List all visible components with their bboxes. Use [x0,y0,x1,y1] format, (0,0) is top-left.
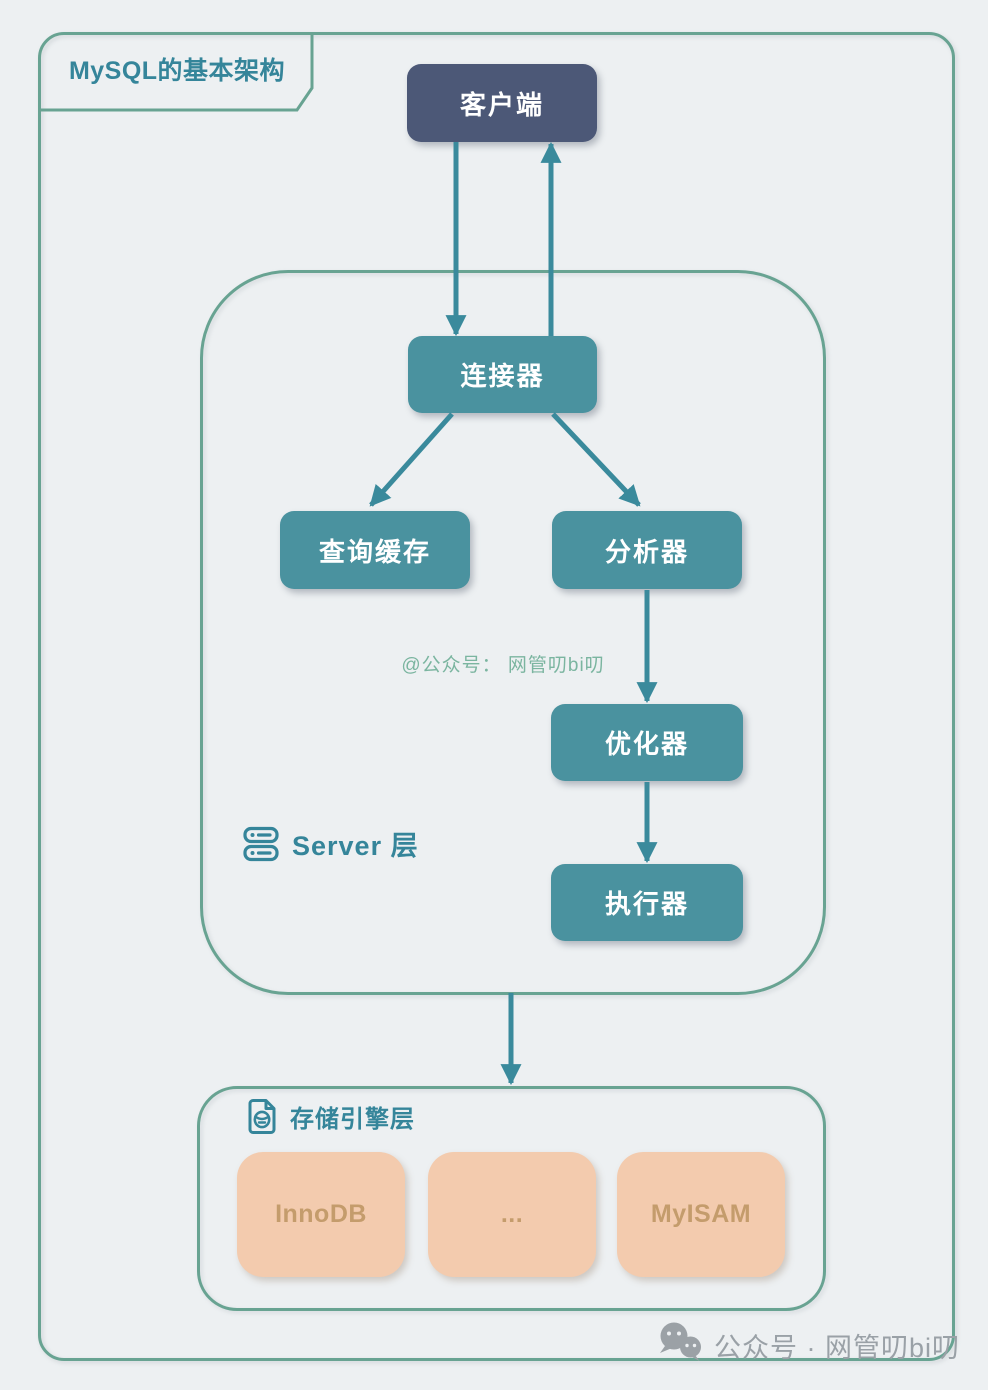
watermark-bottom: 公众号 · 网管叨bi叨 [656,1320,960,1371]
engine-box-innodb: InnoDB [237,1152,405,1277]
engine-label: InnoDB [275,1200,367,1228]
node-executor: 执行器 [551,864,743,941]
node-optimizer: 优化器 [551,704,743,781]
storage-layer-container [197,1086,826,1311]
node-optimizer-label: 优化器 [604,729,689,759]
page-title: MySQL的基本架构 [68,57,286,85]
wechat-icon [656,1320,706,1371]
node-analyzer-label: 分析器 [604,536,689,567]
server-layer-label: Server 层 [242,824,419,863]
node-query-cache: 查询缓存 [280,511,470,589]
node-analyzer: 分析器 [552,511,742,589]
node-query-cache-label: 查询缓存 [318,536,431,567]
watermark-center: @公众号： 网管叨bi叨 [401,655,605,676]
server-layer-label-text: Server 层 [292,831,419,861]
node-client-label: 客户端 [459,89,544,120]
storage-layer-label: 存储引擎层 [246,1098,415,1135]
server-stack-icon [242,826,280,862]
engine-label: MyISAM [650,1200,752,1228]
watermark-bottom-text: 公众号 · 网管叨bi叨 [714,1333,961,1363]
node-connector-label: 连接器 [460,361,545,391]
storage-layer-label-text: 存储引擎层 [290,1106,415,1133]
node-connector: 连接器 [408,336,597,413]
engine-box-myisam: MyISAM [617,1152,785,1277]
node-executor-label: 执行器 [604,889,689,919]
engine-box-ellipsis: ... [428,1152,596,1277]
node-client: 客户端 [407,64,597,142]
file-database-icon [246,1098,278,1135]
outer-frame-border [38,32,955,1361]
engine-label: ... [500,1200,524,1228]
